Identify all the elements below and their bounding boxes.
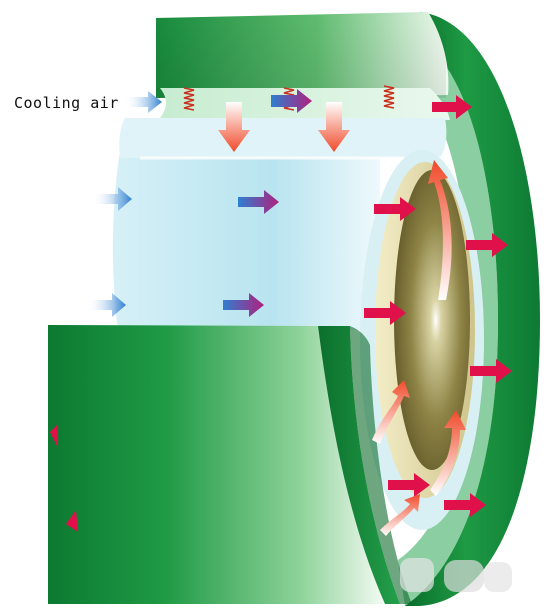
arrow-marker-icon xyxy=(50,424,58,448)
arrow-right-icon xyxy=(388,473,430,497)
arrow-down-icon xyxy=(218,102,250,152)
arrow-right-icon xyxy=(432,95,472,119)
arrow-right-icon xyxy=(238,190,279,214)
curved-arrow-icon xyxy=(430,410,466,496)
arrow-down-icon xyxy=(318,102,350,152)
watermark xyxy=(400,558,512,592)
arrow-right-icon xyxy=(92,187,132,211)
bottom-housing-inner xyxy=(318,326,400,604)
arrow-right-icon xyxy=(444,493,486,517)
outer-ring-inner-face xyxy=(398,40,498,606)
arrow-right-icon xyxy=(271,89,312,113)
outer-ring-right xyxy=(405,12,540,606)
curved-arrow-icon xyxy=(428,160,452,300)
arrow-right-icon xyxy=(470,359,512,383)
inner-cylinder-top xyxy=(119,118,447,158)
arrow-right-icon xyxy=(124,91,162,113)
spring-icon xyxy=(383,85,395,109)
curved-arrow-icon xyxy=(372,380,410,444)
arrow-right-icon xyxy=(223,293,264,317)
curved-arrow-icon xyxy=(380,494,420,536)
arrow-right-icon xyxy=(86,293,126,317)
spring-icon xyxy=(183,87,195,111)
bottom-housing xyxy=(48,325,385,604)
arrow-right-icon xyxy=(466,233,508,257)
arrow-right-icon xyxy=(374,197,416,221)
arrow-right-icon xyxy=(364,301,406,325)
arrow-marker-icon xyxy=(66,510,78,532)
cooling-air-label: Cooling air xyxy=(14,94,119,112)
inner-cylinder xyxy=(112,152,381,330)
